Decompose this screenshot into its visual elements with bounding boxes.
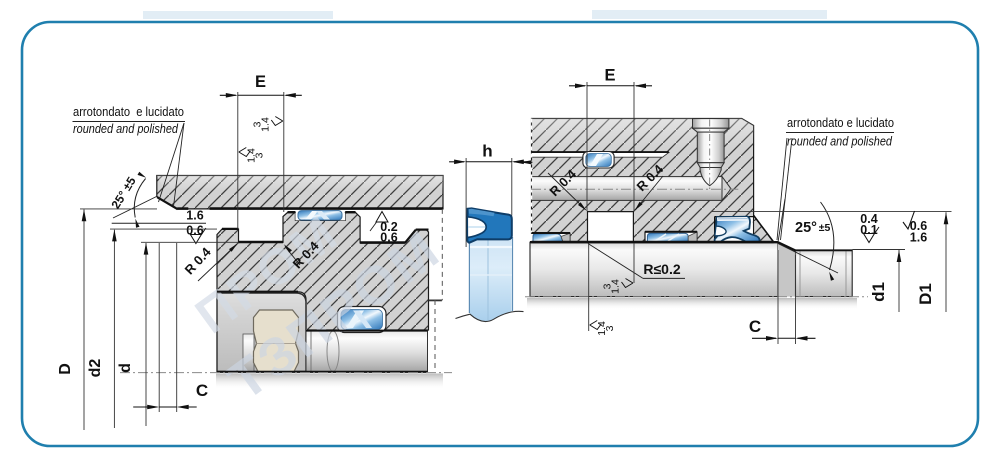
- svg-text:d1: d1: [869, 282, 888, 302]
- svg-text:3: 3: [253, 152, 265, 158]
- svg-text:d: d: [117, 363, 134, 373]
- svg-text:25°: 25°: [795, 220, 817, 236]
- svg-text:rounded and polished: rounded and polished: [787, 135, 893, 149]
- svg-text:3: 3: [604, 325, 616, 331]
- svg-text:1.4: 1.4: [596, 321, 608, 336]
- svg-text:arrotondato e lucidato: arrotondato e lucidato: [787, 116, 894, 130]
- svg-text:C: C: [749, 317, 761, 336]
- svg-text:0.6: 0.6: [380, 231, 397, 245]
- svg-text:0.4: 0.4: [860, 212, 877, 226]
- svg-text:arrotondato e lucidato: arrotondato e lucidato: [73, 105, 184, 119]
- svg-text:±5: ±5: [819, 222, 831, 234]
- svg-text:1.4: 1.4: [245, 148, 257, 163]
- svg-text:h: h: [482, 142, 492, 161]
- svg-text:3: 3: [602, 283, 614, 289]
- svg-text:1.4: 1.4: [610, 279, 622, 294]
- svg-text:0.2: 0.2: [380, 220, 397, 234]
- svg-text:E: E: [604, 67, 615, 85]
- svg-text:1.6: 1.6: [910, 231, 927, 245]
- svg-text:rounded and polished: rounded and polished: [73, 122, 179, 136]
- svg-text:R≤0.2: R≤0.2: [643, 261, 680, 277]
- svg-text:E: E: [255, 73, 266, 91]
- svg-text:C: C: [196, 381, 208, 400]
- svg-text:3: 3: [251, 121, 263, 127]
- svg-text:1.6: 1.6: [186, 209, 203, 223]
- svg-text:1.4: 1.4: [259, 117, 271, 132]
- svg-text:D: D: [57, 363, 74, 375]
- svg-text:d2: d2: [87, 359, 104, 378]
- svg-text:D1: D1: [916, 283, 935, 305]
- svg-text:0.6: 0.6: [910, 219, 927, 233]
